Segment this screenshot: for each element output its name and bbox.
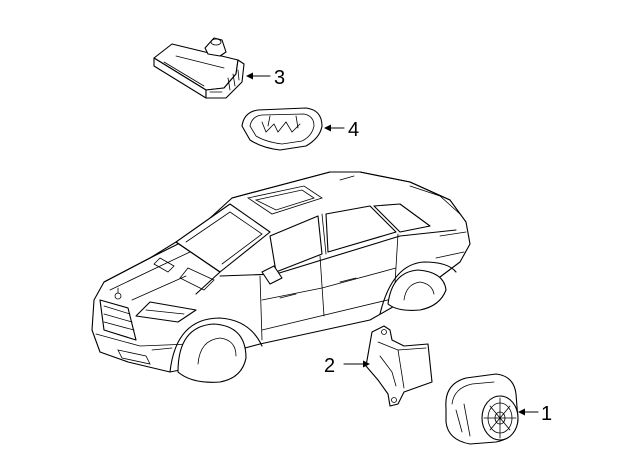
sedan-vehicle xyxy=(91,171,471,383)
callout-2: 2 xyxy=(324,355,370,377)
part-3-control-module[interactable] xyxy=(153,37,245,99)
part-1-alarm-siren[interactable] xyxy=(445,373,519,445)
callout-4-label: 4 xyxy=(348,119,359,141)
callout-1: 1 xyxy=(518,403,552,425)
callout-3-label: 3 xyxy=(274,67,285,89)
part-2-bracket[interactable] xyxy=(365,325,433,407)
callout-2-label: 2 xyxy=(324,355,335,377)
part-4-antenna-cover[interactable] xyxy=(241,107,323,151)
callout-1-label: 1 xyxy=(541,403,552,425)
callout-3: 3 xyxy=(246,67,285,89)
callout-4: 4 xyxy=(324,119,359,141)
